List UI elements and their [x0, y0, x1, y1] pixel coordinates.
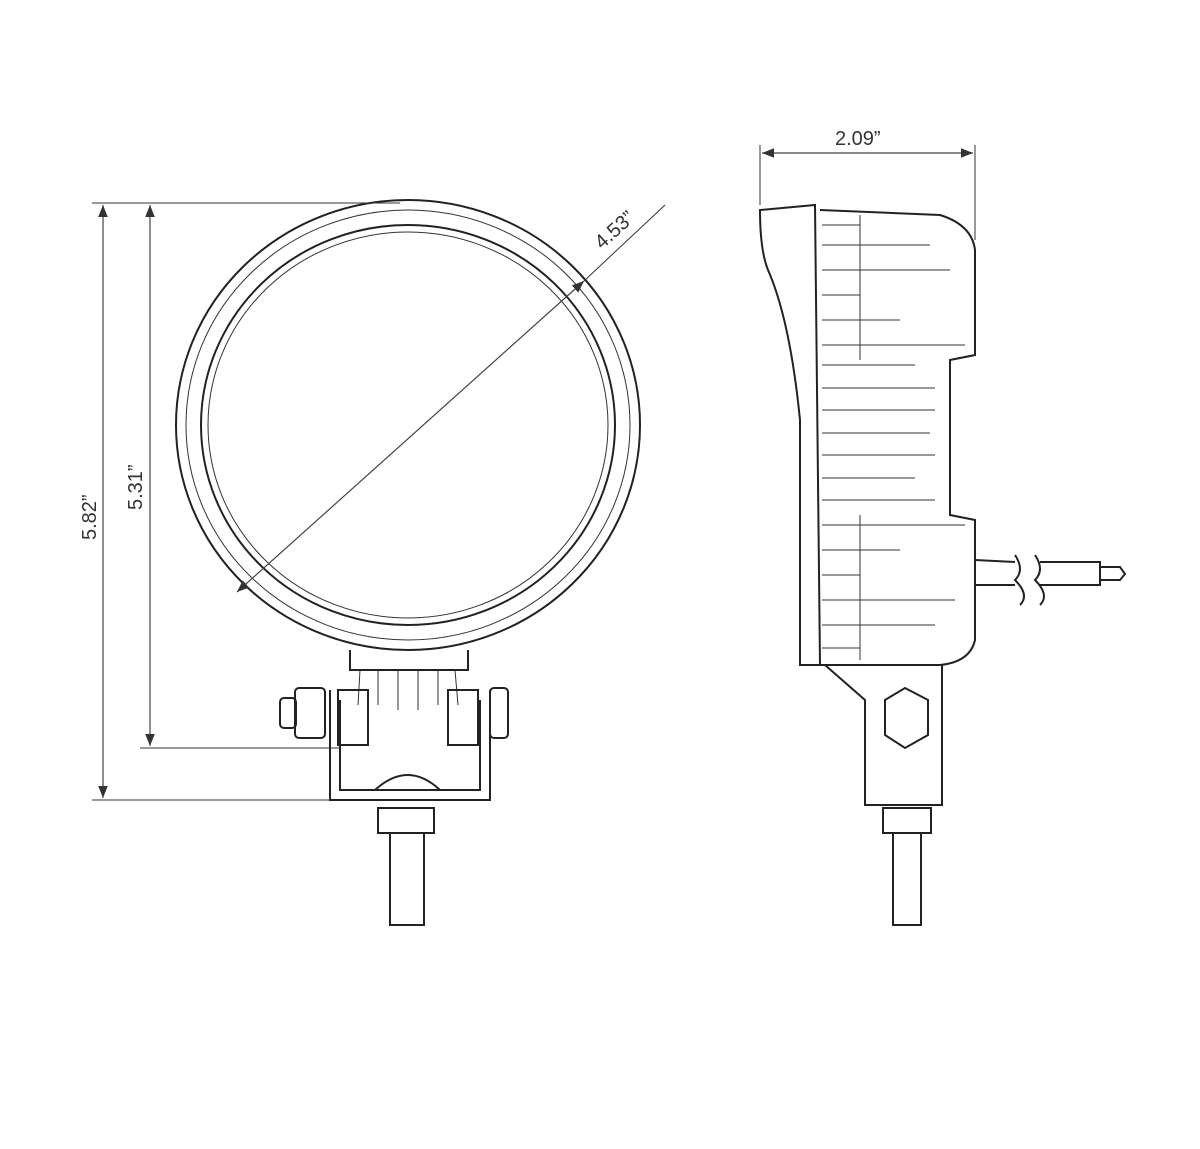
depth-label: 2.09” — [835, 128, 881, 150]
lens-diameter-label: 4.53” — [591, 207, 640, 254]
dimension-overall-height: 5.82” — [79, 202, 400, 801]
overall-height-label: 5.82” — [79, 494, 101, 540]
dimension-lens-diameter: 4.53” — [236, 204, 666, 593]
front-view — [175, 199, 641, 926]
dimension-housing-height: 5.31” — [125, 205, 340, 749]
side-view — [758, 203, 1127, 926]
housing-height-label: 5.31” — [125, 464, 147, 510]
dimension-depth: 2.09” — [759, 128, 976, 240]
